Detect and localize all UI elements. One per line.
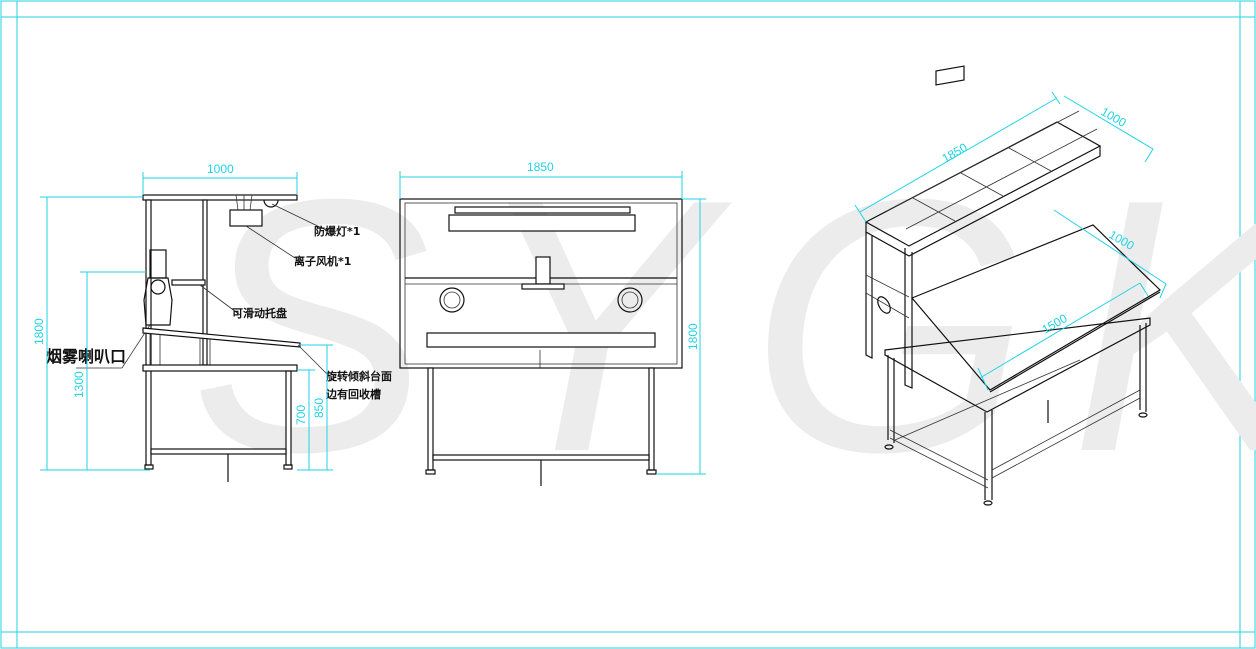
arm-hole-left-inner [443,291,461,309]
iso-tilt-edge [989,291,1161,393]
dim-inlet-height: 1300 [72,371,86,398]
tilt-label-1: 旋转倾斜台面 [325,369,392,383]
front-bottom-rail [432,454,650,461]
dim-line-height [40,196,150,471]
dim-table-height: 700 [294,405,308,425]
smoke-inlet-label: 烟雾喇叭口 [46,347,126,366]
dim-line-width [142,172,298,195]
tilt-supports [149,333,211,365]
sliding-tray [171,279,206,286]
fan-hanger [235,194,253,211]
foot [425,469,436,475]
tray-label: 可滑动托盘 [232,306,287,320]
dim-top-height: 850 [312,398,326,418]
foot [144,464,154,470]
arm-hole-right-inner [621,291,639,309]
inlet-opening [150,279,166,295]
lamp-bar [454,206,631,214]
iso-top-cross-bars [886,110,1080,222]
iso-legs [887,323,1147,500]
dim-line-iso-length [854,91,1061,223]
front-frame-inner [404,202,678,365]
side-front-leg [285,370,292,466]
front-hood [521,283,565,290]
front-leg-left [427,367,434,471]
lamp-icon [263,199,279,208]
front-worktop-edge [426,332,656,348]
smoke-inlet-hood [143,277,173,326]
dim-line-iso-top-length [977,282,1149,391]
dim-line-front-height [656,198,706,475]
foot [283,464,293,470]
iso-table-top [884,317,1151,413]
iso-tilt-worktop [911,224,1161,391]
dim-side-height: 1800 [32,318,46,345]
foot [1138,412,1148,418]
ion-fan-label: 离子风机*1 [294,254,351,268]
side-top-plate [142,194,298,201]
fan-leader [245,225,296,259]
dim-line-front-width [399,171,683,199]
duct [149,249,167,279]
tray-leader [199,284,241,316]
lamp-label: 防爆灯*1 [314,224,360,238]
iso-side-bars [865,274,910,319]
dim-line-top [300,344,333,471]
front-frame [399,198,683,369]
lamp-leader [271,203,329,232]
front-duct [535,256,551,285]
dim-front-height: 1800 [686,323,700,350]
arm-hole-right [617,287,643,313]
arm-hole-left [439,287,465,313]
iso-top-frame-side [865,146,1101,257]
foot [884,444,894,450]
dim-line-inlet [80,271,146,470]
front-leg-right [648,367,655,471]
foot [983,500,993,506]
tilt-label-2: 边有回收槽 [325,387,381,401]
dim-line-iso-depth [1063,95,1154,163]
side-table-top [142,364,298,372]
front-view: 1850 1800 [399,160,706,486]
watermark: SYGK [190,125,1256,527]
side-view: 防爆灯*1 离子风机*1 烟雾喇叭口 可滑动托盘 旋转倾斜台面 边有回收槽 10… [32,162,392,482]
side-bottom-rail [150,448,287,455]
iso-bottom-rails [889,359,1141,489]
dim-side-width: 1000 [207,162,234,176]
dim-front-width: 1850 [527,160,554,174]
tilt-leader [297,344,329,376]
fan-bar [448,214,636,232]
foot [646,469,657,475]
iso-fan-box [935,65,965,86]
ion-fan [229,209,263,227]
dim-line-iso-top-depth [1053,209,1167,299]
iso-smoke-inlet [877,296,891,314]
iso-top-inner-rail [905,128,1098,230]
